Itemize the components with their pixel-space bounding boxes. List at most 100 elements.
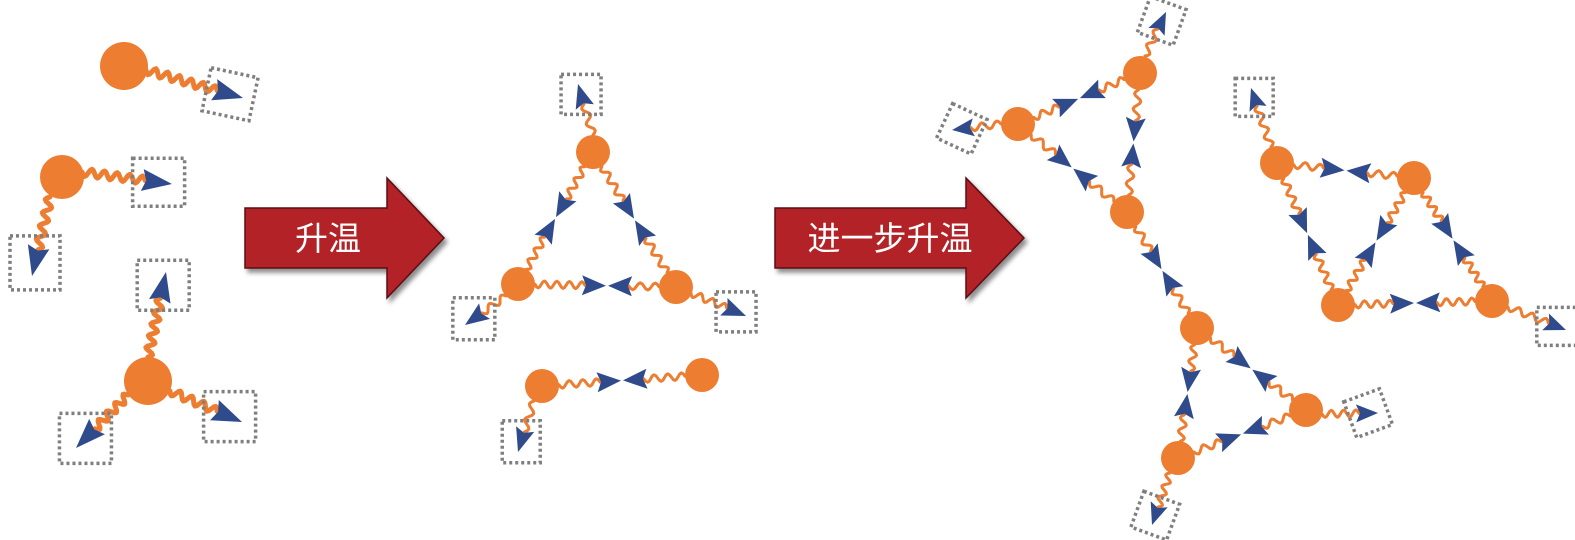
core-node	[501, 267, 535, 301]
unreacted-end-box	[934, 101, 990, 157]
core-node	[1180, 311, 1214, 345]
spacer-chain	[1353, 298, 1395, 310]
heating-arrow-label: 升温	[295, 219, 361, 258]
spacer-chain	[1088, 180, 1116, 203]
spacer-chain	[1365, 169, 1399, 180]
core-node	[685, 358, 719, 392]
spacer-chain	[1170, 287, 1191, 315]
reactive-end-group	[612, 193, 634, 219]
reactive-end-group	[1346, 163, 1372, 184]
spacer-chain	[1420, 190, 1445, 223]
further-heating-arrow: 进一步升温	[774, 176, 1026, 300]
reactive-end-group	[1181, 366, 1201, 392]
reactive-end-group	[534, 218, 555, 245]
spacer-chain	[1029, 133, 1057, 156]
core-node	[1001, 107, 1035, 141]
spacer-chain	[1131, 88, 1143, 123]
unreacted-end-box	[451, 296, 497, 342]
spacer-chain	[533, 279, 587, 291]
core-node	[1321, 288, 1355, 322]
unreacted-end-box	[714, 290, 758, 334]
spacer-chain	[1143, 27, 1160, 58]
spacer-chain	[33, 194, 55, 253]
spacer-chain	[143, 66, 220, 95]
spacer-chain	[599, 165, 626, 203]
reactive-end-group	[1150, 501, 1168, 525]
spacer-chain	[79, 166, 148, 186]
core-node	[525, 369, 559, 403]
reactive-end-group	[623, 368, 648, 389]
spacer-chain	[642, 371, 687, 384]
reactive-end-group	[556, 191, 577, 218]
reactive-end-group	[1215, 433, 1242, 453]
reactive-end-group	[1431, 213, 1453, 239]
reactive-end-group	[27, 244, 50, 276]
reactive-end-group	[575, 84, 594, 110]
reactive-end-group	[1319, 157, 1345, 178]
unreacted-end-box	[199, 65, 261, 123]
reactive-end-group	[1140, 243, 1162, 270]
reactive-end-group	[608, 276, 633, 297]
core-node	[576, 135, 610, 169]
spacer-chain	[92, 391, 131, 433]
spacer-chain	[1385, 191, 1407, 225]
reactive-end-group	[720, 298, 746, 316]
spacer-chain	[1345, 258, 1367, 292]
reactive-end-group	[1307, 234, 1327, 261]
reactive-end-group	[1416, 292, 1441, 313]
spacer-chain	[143, 295, 165, 360]
core-node	[1289, 393, 1323, 427]
reactive-end-group	[1355, 404, 1378, 423]
spacer-chain	[1124, 162, 1136, 197]
reactive-end-group	[1148, 12, 1166, 36]
spacer-chain	[524, 235, 547, 271]
spacer-chain	[1320, 408, 1361, 419]
spacer-chain	[627, 281, 661, 292]
reactive-end-group	[210, 400, 242, 422]
core-node	[1397, 161, 1431, 195]
reactive-end-group	[1052, 98, 1079, 118]
unreacted-end-box	[135, 258, 191, 312]
reactive-end-group	[465, 303, 491, 325]
unreacted-end-box	[1341, 386, 1395, 440]
core-node	[1161, 441, 1195, 475]
core-node	[100, 42, 148, 90]
stage-3-network	[934, 0, 1575, 540]
spacer-chain	[564, 165, 587, 201]
spacer-chain	[1097, 76, 1126, 94]
reactive-end-group	[1288, 207, 1308, 234]
heating-arrow: 升温	[244, 176, 446, 300]
spacer-chain	[1187, 343, 1199, 373]
reactive-end-group	[149, 272, 171, 304]
reactive-end-group	[1046, 144, 1072, 168]
spacer-chain	[1156, 471, 1172, 509]
spacer-chain	[1267, 380, 1294, 402]
unreacted-end-box	[1128, 489, 1182, 540]
spacer-chain	[1506, 305, 1550, 325]
core-node	[1110, 195, 1144, 229]
reactive-end-group	[1225, 346, 1251, 369]
reactive-end-group	[1453, 240, 1475, 266]
spacer-chain	[522, 399, 536, 434]
spacer-chain	[1312, 252, 1335, 291]
reactive-end-group	[1252, 369, 1278, 392]
stage-1-monomers	[8, 42, 261, 466]
core-node	[40, 155, 84, 199]
stage-2-trimer-and-dimer	[451, 72, 758, 465]
spacer-chain	[1461, 256, 1486, 289]
unreacted-end-box	[500, 418, 542, 465]
core-node	[1123, 56, 1157, 90]
spacer-chain	[1176, 413, 1188, 443]
spacer-chain	[1032, 103, 1061, 121]
spacer-chain	[580, 102, 597, 137]
reactive-end-group	[581, 275, 606, 296]
unreacted-end-box	[1535, 305, 1575, 348]
spacer-chain	[1209, 336, 1236, 358]
reactive-end-group	[516, 426, 535, 452]
unreacted-end-box	[57, 411, 114, 466]
spacer-chain	[1253, 104, 1275, 149]
reactive-end-group	[211, 79, 243, 101]
unreacted-end-box	[201, 389, 258, 444]
reactive-end-group	[1389, 293, 1414, 314]
